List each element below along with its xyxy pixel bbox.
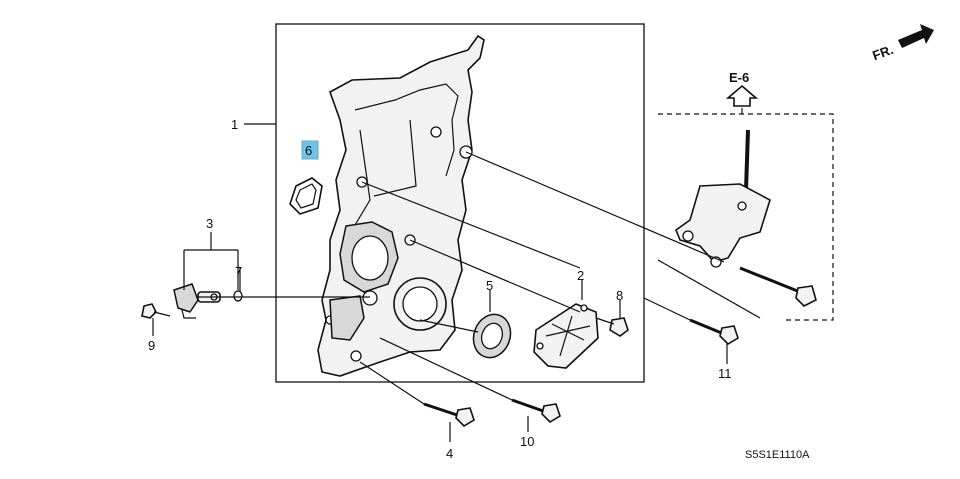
chain-case-frame [275,23,645,383]
callout-11: 11 [718,366,732,381]
front-arrow-icon [898,24,934,48]
callout-3: 3 [206,216,213,231]
callout-5: 5 [486,278,493,293]
sensor-assembly [173,283,221,319]
bolt-9 [141,303,171,319]
o-ring-7 [233,290,243,302]
callout-9: 9 [148,338,155,353]
callout-6-highlight [301,140,319,160]
callout-4: 4 [446,446,453,461]
callout-8: 8 [616,288,623,303]
reference-arrow-icon [725,84,759,107]
chain-case-cover [317,34,485,377]
bolt-4 [423,402,475,428]
bolt-10 [511,398,561,424]
bracket-assembly [675,129,817,307]
oil-seal [472,313,512,359]
front-label: FR. [870,42,895,63]
callout-7: 7 [235,264,242,279]
callout-6: 6 [305,143,312,158]
bolt-8 [595,317,629,337]
reference-label: E-6 [729,70,749,85]
e6-dashed-box [657,113,834,321]
cover-plate [533,303,599,369]
leader-lines [152,108,743,442]
bolt-11 [689,318,739,346]
callout-2: 2 [577,268,584,283]
diagram-code: S5S1E1110A [745,449,810,461]
callout-10: 10 [520,434,534,449]
callout-1: 1 [231,117,238,132]
o-ring [289,177,323,215]
